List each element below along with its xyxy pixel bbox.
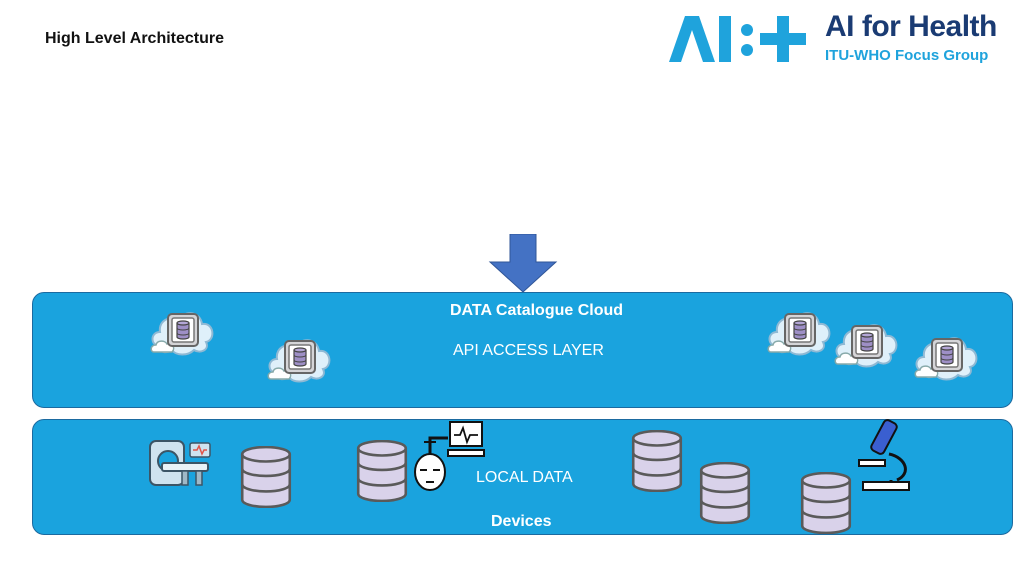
cloud-database-icon bbox=[765, 300, 835, 360]
devices-layer-title: Devices bbox=[491, 513, 552, 530]
eeg-monitor-icon bbox=[414, 421, 485, 491]
ai-for-health-logo: AI for Health ITU-WHO Focus Group bbox=[665, 10, 1015, 68]
mri-scanner-icon bbox=[149, 440, 211, 486]
ai-plus-mark-icon bbox=[669, 16, 806, 62]
logo-name: AI for Health bbox=[825, 10, 997, 43]
database-icon bbox=[800, 472, 852, 534]
database-icon bbox=[631, 430, 683, 492]
cloud-database-icon bbox=[912, 325, 982, 385]
cloud-database-icon bbox=[265, 327, 335, 387]
local-data-label: LOCAL DATA bbox=[476, 469, 573, 486]
database-icon bbox=[240, 446, 292, 508]
page-title: High Level Architecture bbox=[45, 30, 225, 47]
api-access-layer-label: API ACCESS LAYER bbox=[453, 342, 604, 359]
cloud-layer-title: DATA Catalogue Cloud bbox=[450, 302, 624, 319]
database-icon bbox=[356, 440, 408, 502]
microscope-icon bbox=[858, 419, 910, 491]
cloud-database-icon bbox=[832, 312, 902, 372]
logo-subtitle: ITU-WHO Focus Group bbox=[825, 47, 989, 64]
cloud-database-icon bbox=[148, 300, 218, 360]
down-arrow-icon bbox=[488, 234, 558, 293]
database-icon bbox=[699, 462, 751, 524]
